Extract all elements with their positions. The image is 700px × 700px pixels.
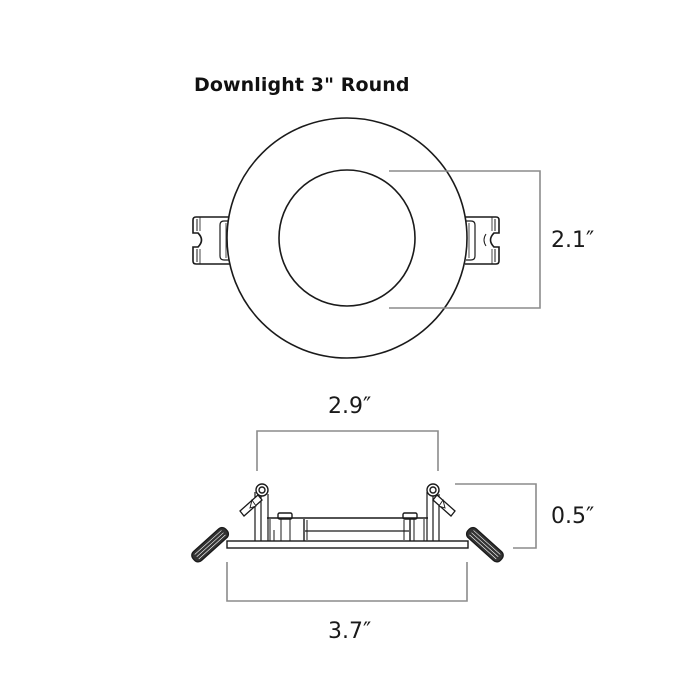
top-width-dimension-label: 2.9″: [328, 394, 372, 419]
right-clip-icon: [465, 216, 500, 265]
diagram-title: Downlight 3" Round: [194, 74, 410, 96]
height-dimension-label: 0.5″: [551, 504, 595, 529]
inner-aperture-circle: [278, 169, 416, 307]
aperture-dimension-label: 2.1″: [551, 228, 595, 253]
left-spring-arm-icon: [191, 494, 263, 563]
height-dimension-line: [455, 483, 537, 549]
bottom-width-dimension-label: 3.7″: [328, 619, 372, 644]
right-spring-arm-icon: [432, 494, 504, 563]
outer-trim-circle: [226, 117, 468, 359]
bottom-width-dimension-line: [226, 562, 468, 602]
aperture-dimension-line: [389, 170, 541, 309]
trim-plate: [226, 540, 469, 549]
left-clip-icon: [192, 216, 230, 265]
side-view: [226, 483, 469, 549]
top-width-dimension-line: [256, 430, 439, 471]
top-view: [192, 117, 500, 359]
